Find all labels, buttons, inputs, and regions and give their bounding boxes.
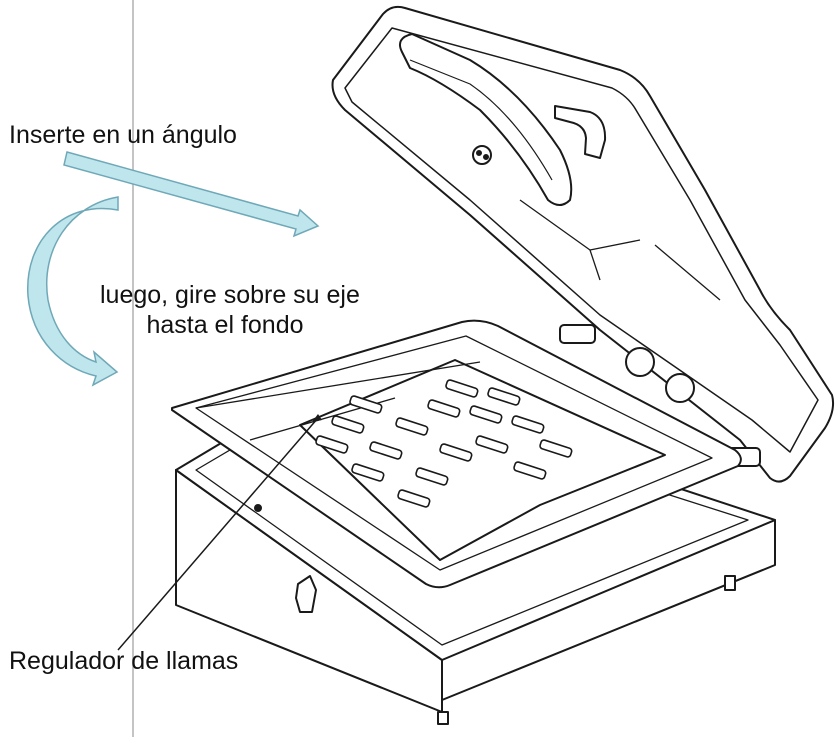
burner-slots: [315, 379, 573, 508]
rotate-arrow: [27, 196, 119, 387]
regulator-pointer: [117, 417, 319, 651]
rotate-label-line2: hasta el fondo: [146, 311, 304, 339]
regulator-label: Regulador de llamas: [9, 647, 239, 675]
rotate-label: luego, gire sobre su eje hasta el fondo: [100, 280, 360, 340]
insert-label: Inserte en un ángulo: [9, 121, 237, 149]
stove-lid: [331, 5, 835, 483]
rotate-label-line1: luego, gire sobre su eje: [100, 281, 360, 309]
insert-arrow: [63, 151, 320, 238]
